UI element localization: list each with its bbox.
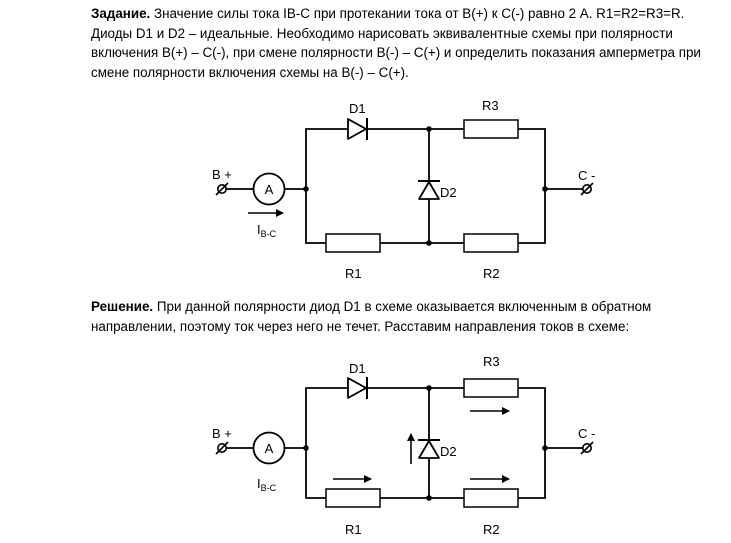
solution-text: При данной полярности диод D1 в схеме ок…	[91, 299, 652, 334]
circuit-1-ammeter-icon: A	[252, 172, 286, 206]
circuit-1-terminal-c-label: C -	[578, 168, 595, 183]
circuit-1-d2-label: D2	[440, 185, 457, 200]
circuit-2-wires	[222, 387, 583, 499]
circuit-1-current-label: IB-C	[257, 222, 277, 239]
circuit-2-ammeter-label: A	[265, 441, 274, 456]
circuit-1-r1-label: R1	[345, 266, 362, 281]
circuit-2-resistor-r1	[325, 488, 381, 508]
circuit-2-r3-label: R3	[483, 354, 500, 369]
circuit-2-dots	[303, 385, 548, 501]
circuit-2-r2-label: R2	[483, 522, 500, 537]
circuit-1-diode-d1-icon	[347, 118, 368, 140]
circuit-1-terminal-b-label: B +	[212, 167, 232, 182]
circuit-1-wires	[222, 128, 583, 244]
circuit-2-d2-label: D2	[440, 444, 457, 459]
circuit-1-r3-label: R3	[482, 98, 499, 113]
circuit-2-r1-label: R1	[345, 522, 362, 537]
solution-paragraph: Решение. При данной полярности диод D1 в…	[91, 297, 721, 336]
circuit-2-resistor-r2	[463, 488, 519, 508]
circuit-1-resistor-r2	[463, 233, 519, 253]
circuit-1-resistor-r1	[325, 233, 381, 253]
circuit-2-terminal-b-label: B +	[212, 426, 232, 441]
circuit-1-terminal-c-icon	[580, 182, 594, 196]
circuit-1-resistor-r3	[463, 119, 519, 139]
circuit-1-ammeter-label: A	[265, 182, 274, 197]
task-label: Задание.	[91, 6, 151, 21]
circuit-2-resistor-r3	[463, 378, 519, 398]
task-text: Значение силы тока IB-C при протекании т…	[91, 6, 701, 80]
circuit-1-d1-label: D1	[349, 101, 366, 116]
circuit-2: A IB-C D1 D2 R3 R1 R2 B + C -	[212, 354, 595, 537]
circuit-2-d1-label: D1	[349, 361, 366, 376]
solution-label: Решение.	[91, 299, 154, 314]
circuit-1-terminal-b-icon	[215, 182, 229, 196]
circuit-2-terminal-c-icon	[580, 441, 594, 455]
circuit-1-r2-label: R2	[483, 266, 500, 281]
circuit-2-terminal-c-label: C -	[578, 426, 595, 441]
task-paragraph: Задание. Значение силы тока IB-C при про…	[91, 4, 721, 82]
circuit-2-current-label: IB-C	[257, 476, 277, 493]
circuit-2-diode-d1-icon	[347, 377, 368, 399]
circuit-2-terminal-b-icon	[215, 441, 229, 455]
circuit-1-diode-d2-icon	[418, 180, 440, 200]
circuit-1: A IB-C D1 D2 R3 R1 R2 B + C -	[212, 98, 595, 281]
circuit-2-diode-d2-icon	[418, 439, 440, 459]
circuit-1-dots	[303, 126, 548, 246]
circuit-2-ammeter-icon: A	[252, 431, 286, 465]
